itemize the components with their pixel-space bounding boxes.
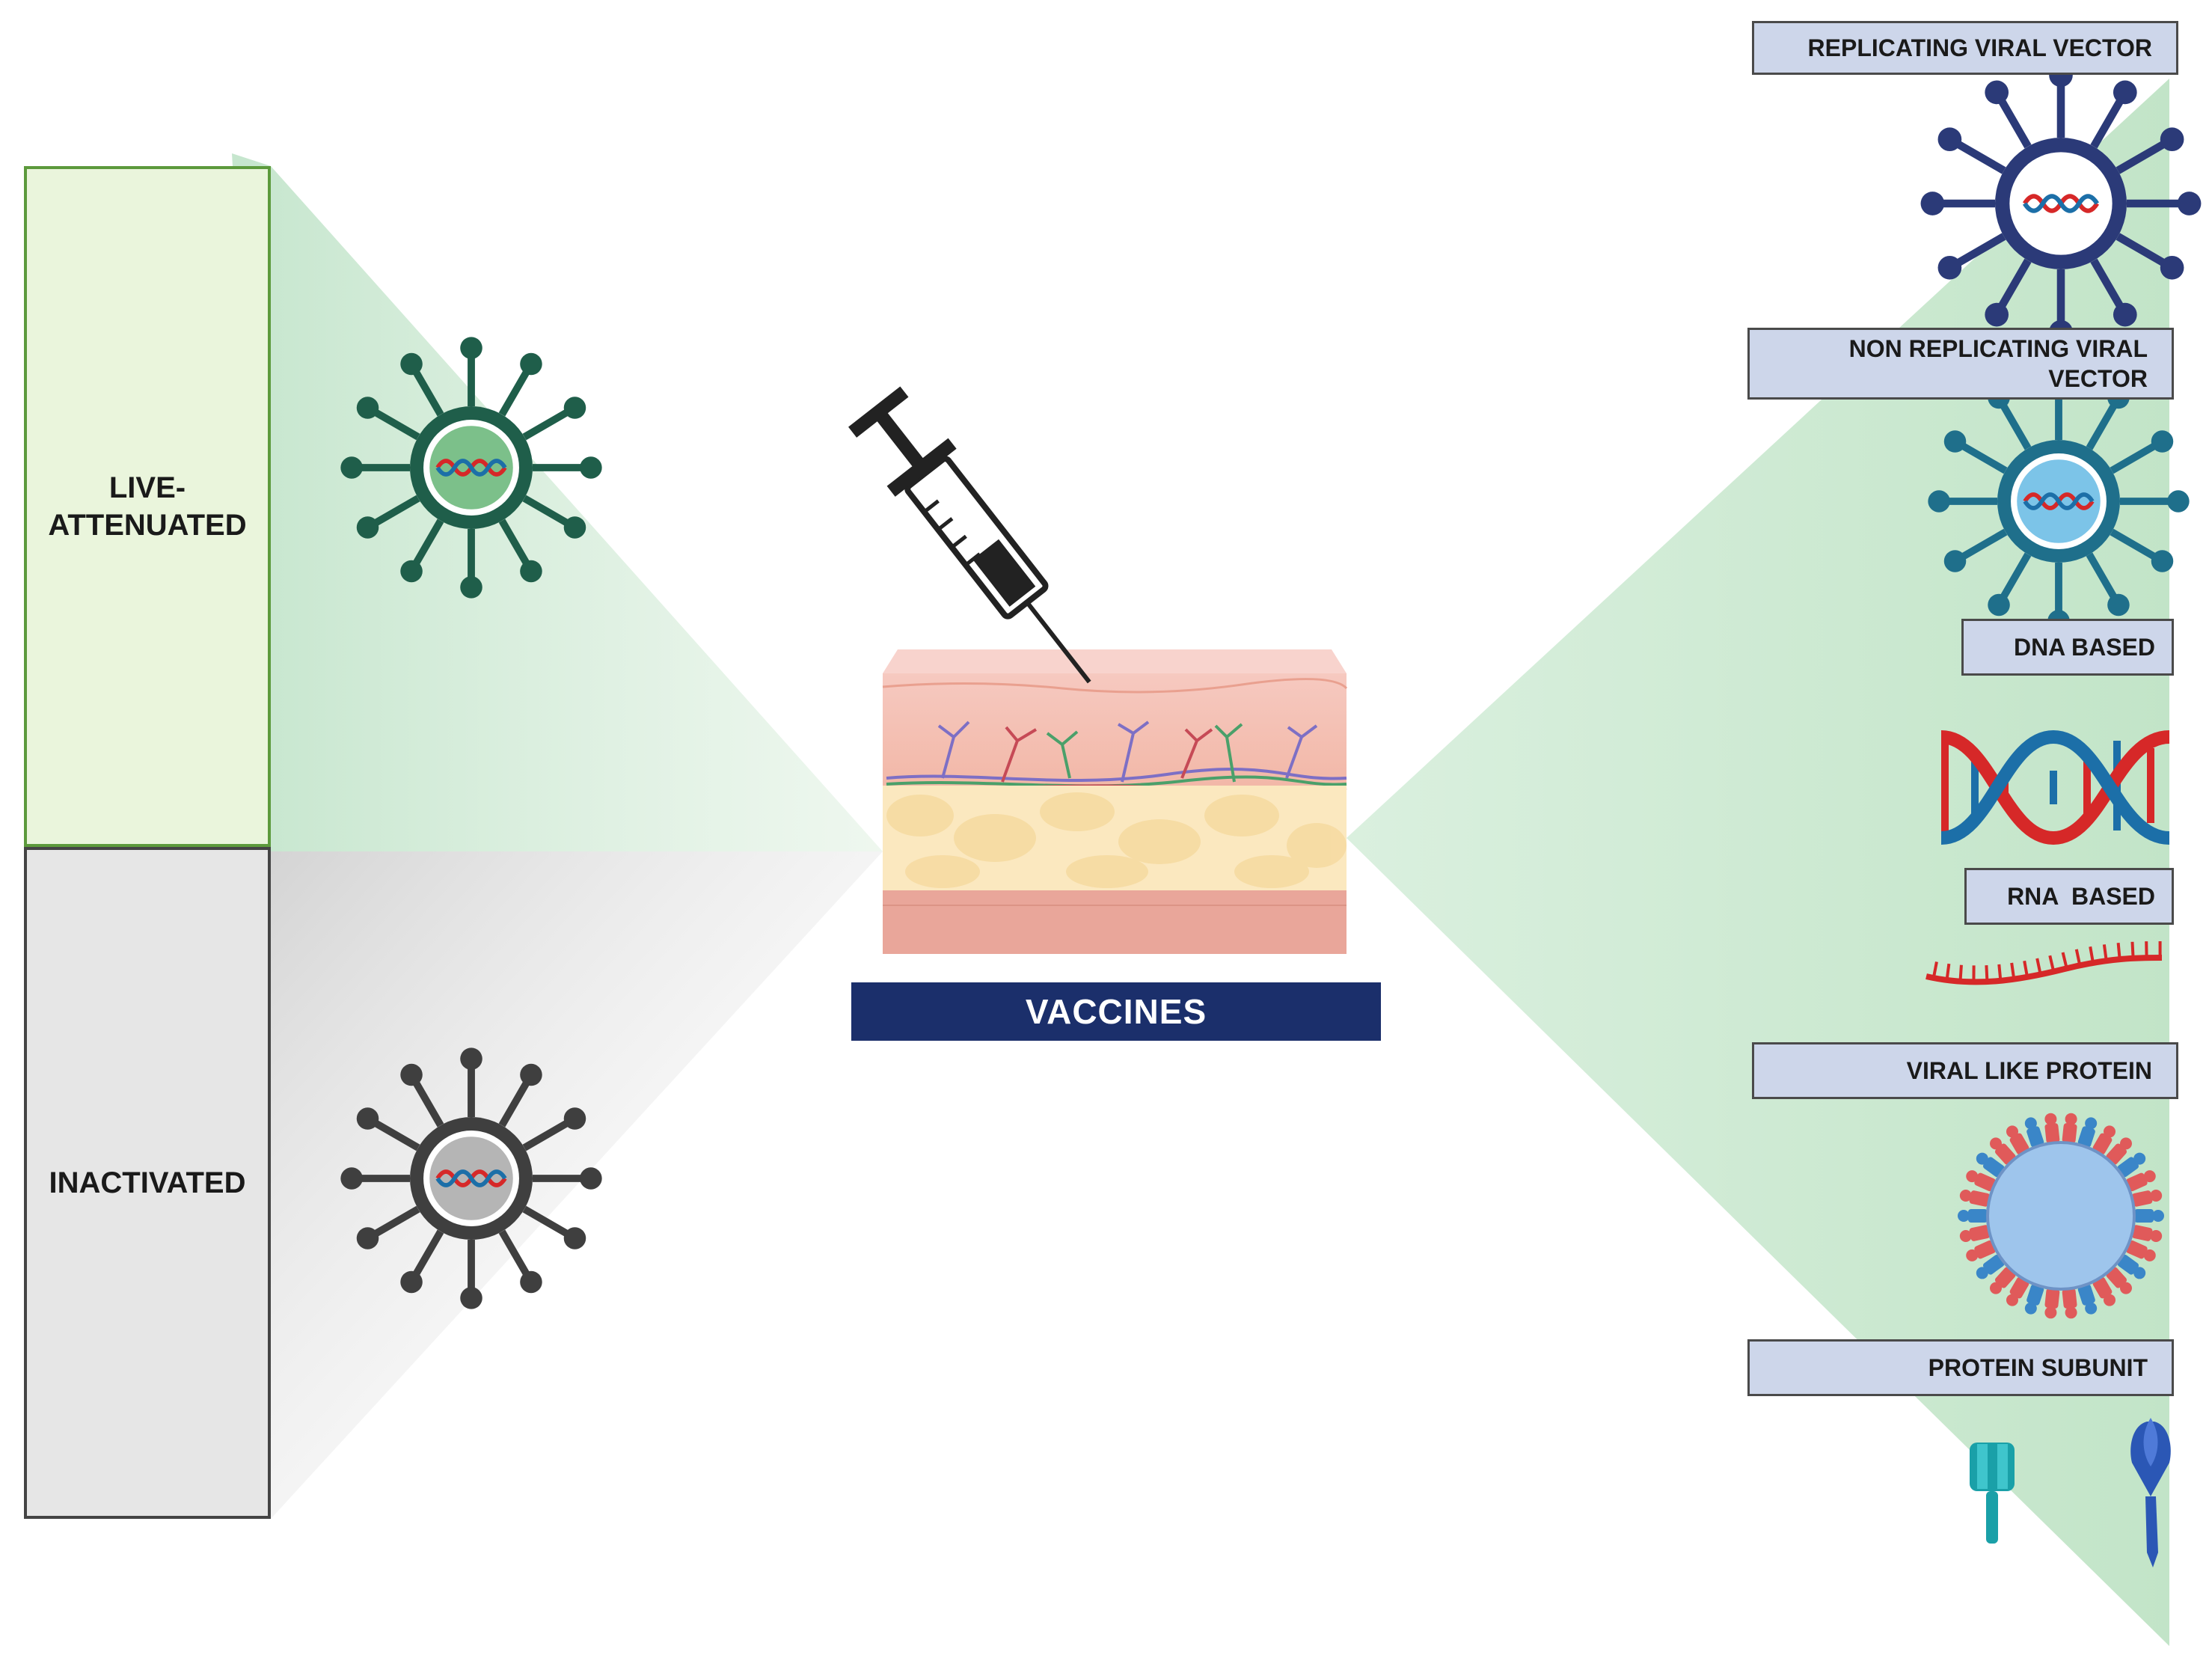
panel-live-label: LIVE- ATTENUATED bbox=[48, 471, 247, 542]
label-text: RNA BASED bbox=[2007, 883, 2155, 910]
label-text: VIRAL LIKE PROTEIN bbox=[1906, 1057, 2152, 1084]
syringe-icon bbox=[848, 386, 1091, 684]
cone-live-attenuated bbox=[232, 153, 883, 851]
vaccines-label: VACCINES bbox=[851, 982, 1381, 1041]
cone-vaccine-platforms bbox=[1346, 79, 2169, 1646]
cone-inactivated bbox=[271, 851, 883, 1519]
protein-subunit-icon bbox=[1970, 1443, 2015, 1544]
dna-helix-icon bbox=[1940, 729, 2170, 845]
protein-subunit-icon bbox=[2130, 1418, 2171, 1567]
label-protein-subunit: PROTEIN SUBUNIT bbox=[1747, 1339, 2174, 1396]
panel-live-attenuated: LIVE- ATTENUATED bbox=[24, 166, 271, 847]
panel-inactivated-label: INACTIVATED bbox=[49, 1166, 246, 1199]
virus-icon bbox=[1928, 370, 2190, 632]
label-text: DNA BASED bbox=[2013, 634, 2155, 661]
label-non-replicating-viral-vector: NON REPLICATING VIRAL VECTOR bbox=[1747, 328, 2174, 400]
label-rna-based: RNA BASED bbox=[1964, 868, 2174, 925]
skin-section-icon bbox=[882, 649, 1348, 954]
label-dna-based: DNA BASED bbox=[1961, 619, 2174, 676]
label-replicating-viral-vector: REPLICATING VIRAL VECTOR bbox=[1752, 21, 2178, 75]
label-text: NON REPLICATING VIRAL VECTOR bbox=[1848, 335, 2148, 392]
label-viral-like-protein: VIRAL LIKE PROTEIN bbox=[1752, 1042, 2178, 1099]
rna-strand-icon bbox=[1925, 941, 2163, 985]
label-text: REPLICATING VIRAL VECTOR bbox=[1807, 34, 2152, 61]
virus-icon bbox=[340, 1047, 602, 1309]
virus-like-particle-icon bbox=[1958, 1113, 2164, 1319]
label-text: PROTEIN SUBUNIT bbox=[1928, 1354, 2148, 1381]
virus-icon bbox=[340, 337, 602, 599]
panel-inactivated: INACTIVATED bbox=[24, 847, 271, 1519]
